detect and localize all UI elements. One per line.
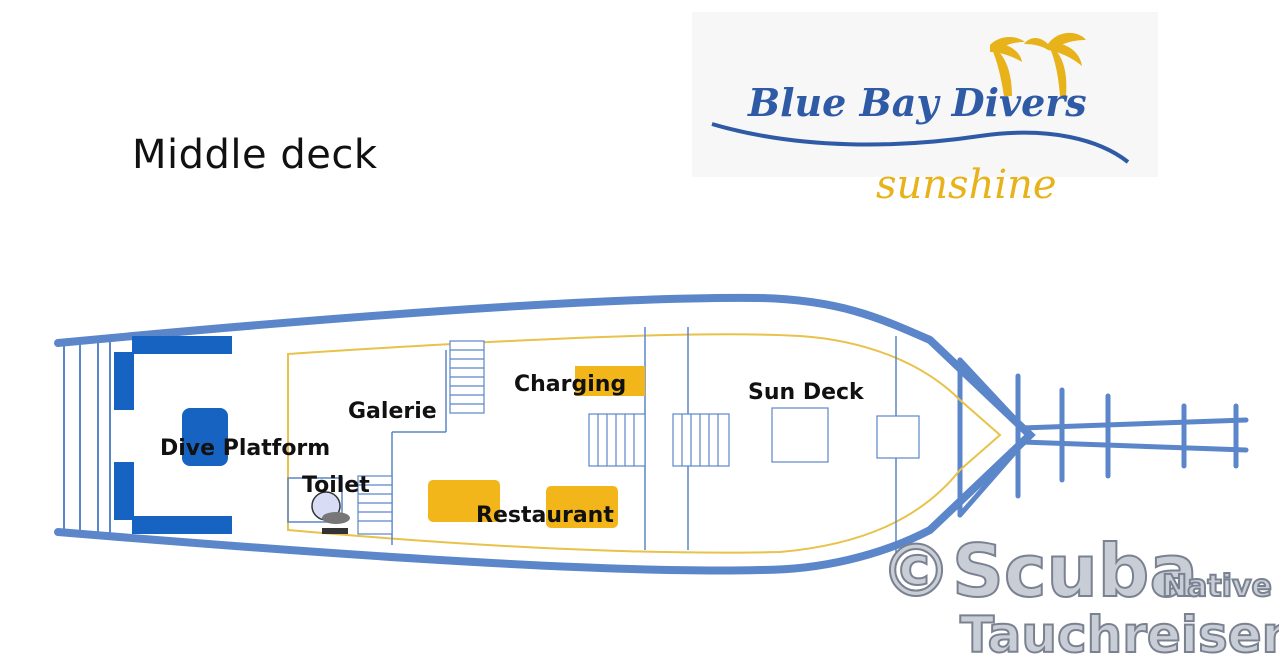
logo-subtitle-text: sunshine	[876, 162, 1057, 208]
label-toilet: Toilet	[302, 473, 370, 498]
label-charging: Charging	[514, 372, 626, 397]
stairs	[357, 340, 730, 535]
restaurant-table-right	[546, 486, 618, 528]
staircase-mid-right	[672, 413, 730, 467]
staircase-mid-left	[588, 413, 646, 467]
equipment-blocks	[428, 366, 645, 528]
dive-platform-area	[114, 336, 232, 534]
label-galerie: Galerie	[348, 399, 437, 424]
bow-crossbars	[957, 357, 1239, 518]
bowsprit-bottom	[1019, 439, 1249, 453]
staircase-galerie	[449, 340, 485, 414]
label-restaurant: Restaurant	[476, 503, 614, 528]
hull	[54, 293, 1249, 575]
stern-rails	[63, 339, 111, 537]
inner-deck-outline	[287, 333, 1002, 554]
hatch-small	[876, 415, 920, 459]
watermark-line2: Tauchreisen	[960, 606, 1279, 664]
dive-platform-block	[182, 408, 228, 466]
label-dive-platform: Dive Platform	[160, 436, 330, 461]
palm-tree-icon	[990, 32, 1086, 96]
logo-wave	[711, 122, 1130, 164]
watermark: © Scuba Native Tauchreisen	[879, 528, 1279, 665]
label-sun-deck: Sun Deck	[748, 380, 865, 405]
hatch-large	[771, 407, 829, 463]
staircase-toilet	[357, 475, 393, 535]
bow-inner	[927, 337, 1034, 533]
brand-logo: Blue Bay Divers sunshine	[692, 12, 1158, 208]
watermark-brand: Scuba	[952, 529, 1198, 613]
toilet-icon	[311, 491, 350, 534]
logo-brand-text: Blue Bay Divers	[747, 80, 1087, 125]
bowsprit-top	[1019, 417, 1249, 431]
charging-station	[575, 366, 645, 396]
watermark-copyright-symbol: ©	[880, 529, 952, 613]
restaurant-table-left	[428, 480, 500, 522]
sun-deck-hatches	[771, 407, 920, 463]
page-title: Middle deck	[132, 132, 378, 178]
watermark-small: Native	[1162, 569, 1272, 604]
